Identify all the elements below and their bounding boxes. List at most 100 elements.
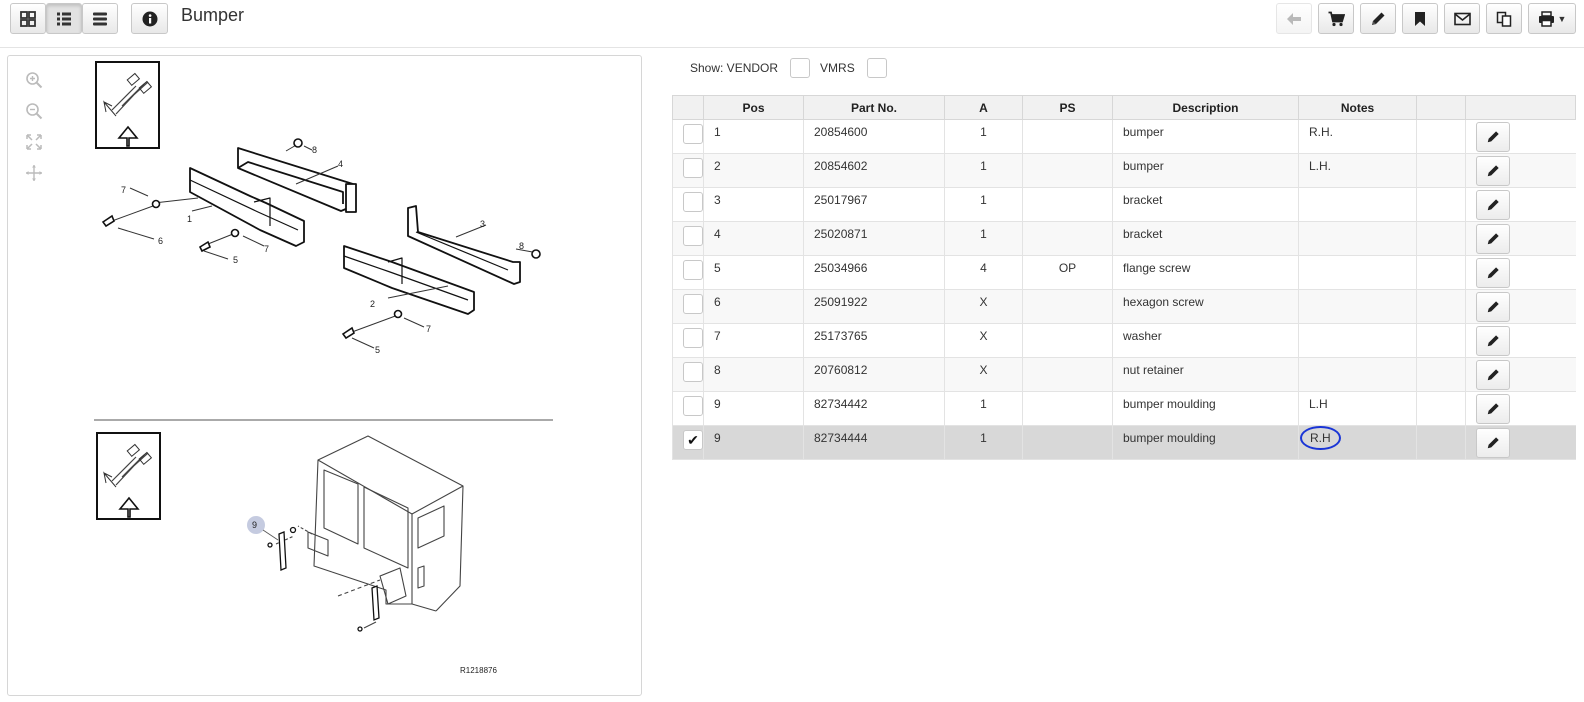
callout-label[interactable]: 7 bbox=[264, 244, 269, 254]
column-header-notes[interactable]: Notes bbox=[1298, 95, 1417, 120]
print-button[interactable]: ▼ bbox=[1528, 3, 1576, 34]
pencil-icon bbox=[1487, 131, 1499, 143]
bookmark-icon bbox=[1415, 11, 1425, 26]
callout-badge-9[interactable]: 9 bbox=[247, 516, 279, 541]
vendor-checkbox[interactable] bbox=[790, 58, 811, 78]
callout-label[interactable]: 6 bbox=[158, 236, 163, 246]
ps-cell bbox=[1022, 153, 1113, 188]
column-header-description[interactable]: Description bbox=[1112, 95, 1299, 120]
column-header-part-no[interactable]: Part No. bbox=[803, 95, 945, 120]
row-edit-button[interactable] bbox=[1476, 360, 1510, 390]
envelope-icon bbox=[1453, 12, 1471, 25]
table-row[interactable]: 5 25034966 4 OP flange screw bbox=[672, 255, 1576, 290]
drawing-viewer[interactable]: 8 4 7 1 6 5 7 3 8 2 7 5 bbox=[7, 55, 642, 696]
back-button[interactable] bbox=[1276, 3, 1312, 34]
table-row[interactable]: 9 82734442 1 bumper moulding L.H bbox=[672, 391, 1576, 426]
zoom-out-icon[interactable] bbox=[22, 97, 46, 125]
notes-cell: L.H bbox=[1298, 391, 1417, 426]
column-header-pos[interactable]: Pos bbox=[703, 95, 804, 120]
row-edit-button[interactable] bbox=[1476, 190, 1510, 220]
part-no-cell: 20854602 bbox=[803, 153, 945, 188]
pencil-icon bbox=[1487, 437, 1499, 449]
edit-cell bbox=[1465, 289, 1576, 324]
callout-label[interactable]: 1 bbox=[187, 214, 192, 224]
spacer-cell bbox=[1416, 357, 1466, 392]
info-button[interactable] bbox=[131, 3, 168, 34]
callout-label[interactable]: 7 bbox=[426, 324, 431, 334]
orientation-symbol bbox=[95, 61, 160, 149]
column-header-a[interactable]: A bbox=[944, 95, 1023, 120]
edit-cell bbox=[1465, 153, 1576, 188]
row-checkbox[interactable] bbox=[683, 260, 703, 280]
table-row[interactable]: 7 25173765 X washer bbox=[672, 323, 1576, 358]
row-checkbox[interactable] bbox=[683, 192, 703, 212]
a-cell: 1 bbox=[944, 221, 1023, 256]
zoom-in-icon[interactable] bbox=[22, 66, 46, 94]
row-checkbox[interactable] bbox=[683, 294, 703, 314]
list-view-button[interactable] bbox=[46, 3, 82, 34]
row-edit-button[interactable] bbox=[1476, 156, 1510, 186]
table-header: Pos Part No. A PS Description Notes bbox=[672, 95, 1576, 120]
row-checkbox[interactable] bbox=[683, 226, 703, 246]
column-header-ps[interactable]: PS bbox=[1022, 95, 1113, 120]
spacer-cell bbox=[1416, 323, 1466, 358]
compact-view-button[interactable] bbox=[82, 3, 118, 34]
table-row[interactable]: 8 20760812 X nut retainer bbox=[672, 357, 1576, 392]
row-edit-button[interactable] bbox=[1476, 292, 1510, 322]
table-row[interactable]: 1 20854600 1 bumper R.H. bbox=[672, 119, 1576, 154]
bookmark-button[interactable] bbox=[1402, 3, 1438, 34]
table-row[interactable]: 2 20854602 1 bumper L.H. bbox=[672, 153, 1576, 188]
part-no-cell: 25173765 bbox=[803, 323, 945, 358]
description-cell: bumper moulding bbox=[1112, 391, 1299, 426]
row-edit-button[interactable] bbox=[1476, 258, 1510, 288]
callout-label[interactable]: 4 bbox=[338, 159, 343, 169]
spacer-cell bbox=[1416, 153, 1466, 188]
row-edit-button[interactable] bbox=[1476, 394, 1510, 424]
a-cell: 1 bbox=[944, 187, 1023, 222]
vmrs-checkbox[interactable] bbox=[866, 58, 887, 78]
callout-label[interactable]: 2 bbox=[370, 299, 375, 309]
row-edit-button[interactable] bbox=[1476, 326, 1510, 356]
row-edit-button[interactable] bbox=[1476, 122, 1510, 152]
table-row[interactable]: 3 25017967 1 bracket bbox=[672, 187, 1576, 222]
row-checkbox[interactable] bbox=[683, 396, 703, 416]
callout-label[interactable]: 9 bbox=[252, 520, 257, 530]
table-row[interactable]: 6 25091922 X hexagon screw bbox=[672, 289, 1576, 324]
row-checkbox[interactable] bbox=[683, 158, 703, 178]
copy-button[interactable] bbox=[1486, 3, 1522, 34]
row-checkbox[interactable] bbox=[683, 362, 703, 382]
callout-label[interactable]: 5 bbox=[233, 255, 238, 265]
pencil-icon bbox=[1487, 369, 1499, 381]
chevron-down-icon: ▼ bbox=[1557, 13, 1567, 24]
row-checkbox-checked[interactable]: ✔ bbox=[683, 430, 703, 450]
exploded-parts-drawing: 8 4 7 1 6 5 7 3 8 2 7 5 bbox=[94, 61, 553, 675]
notes-cell bbox=[1298, 357, 1417, 392]
callout-label[interactable]: 3 bbox=[480, 219, 485, 229]
pan-icon[interactable] bbox=[22, 159, 46, 187]
grid-view-button[interactable] bbox=[10, 3, 46, 34]
callout-label[interactable]: 8 bbox=[312, 145, 317, 155]
pos-cell: 3 bbox=[703, 187, 804, 222]
callout-label[interactable]: 7 bbox=[121, 185, 126, 195]
row-edit-button[interactable] bbox=[1476, 224, 1510, 254]
drawing-reference: R1218876 bbox=[460, 666, 497, 675]
row-checkbox[interactable] bbox=[683, 328, 703, 348]
callout-label[interactable]: 5 bbox=[375, 345, 380, 355]
table-row[interactable]: 4 25020871 1 bracket bbox=[672, 221, 1576, 256]
fit-icon[interactable] bbox=[22, 128, 46, 156]
edit-button[interactable] bbox=[1360, 3, 1396, 34]
bars-icon bbox=[93, 12, 107, 25]
a-cell: 1 bbox=[944, 425, 1023, 460]
table-row-selected[interactable]: ✔ 9 82734444 1 bumper moulding R.H bbox=[672, 425, 1576, 460]
filter-row: Show: VENDOR VMRS bbox=[690, 56, 897, 80]
spacer-cell bbox=[1416, 289, 1466, 324]
row-checkbox[interactable] bbox=[683, 124, 703, 144]
description-cell: washer bbox=[1112, 323, 1299, 358]
email-button[interactable] bbox=[1444, 3, 1480, 34]
callout-label[interactable]: 8 bbox=[519, 241, 524, 251]
row-edit-button[interactable] bbox=[1476, 428, 1510, 458]
cart-button[interactable] bbox=[1318, 3, 1354, 34]
column-header-select bbox=[672, 95, 704, 120]
notes-cell bbox=[1298, 255, 1417, 290]
list-icon bbox=[57, 12, 71, 25]
